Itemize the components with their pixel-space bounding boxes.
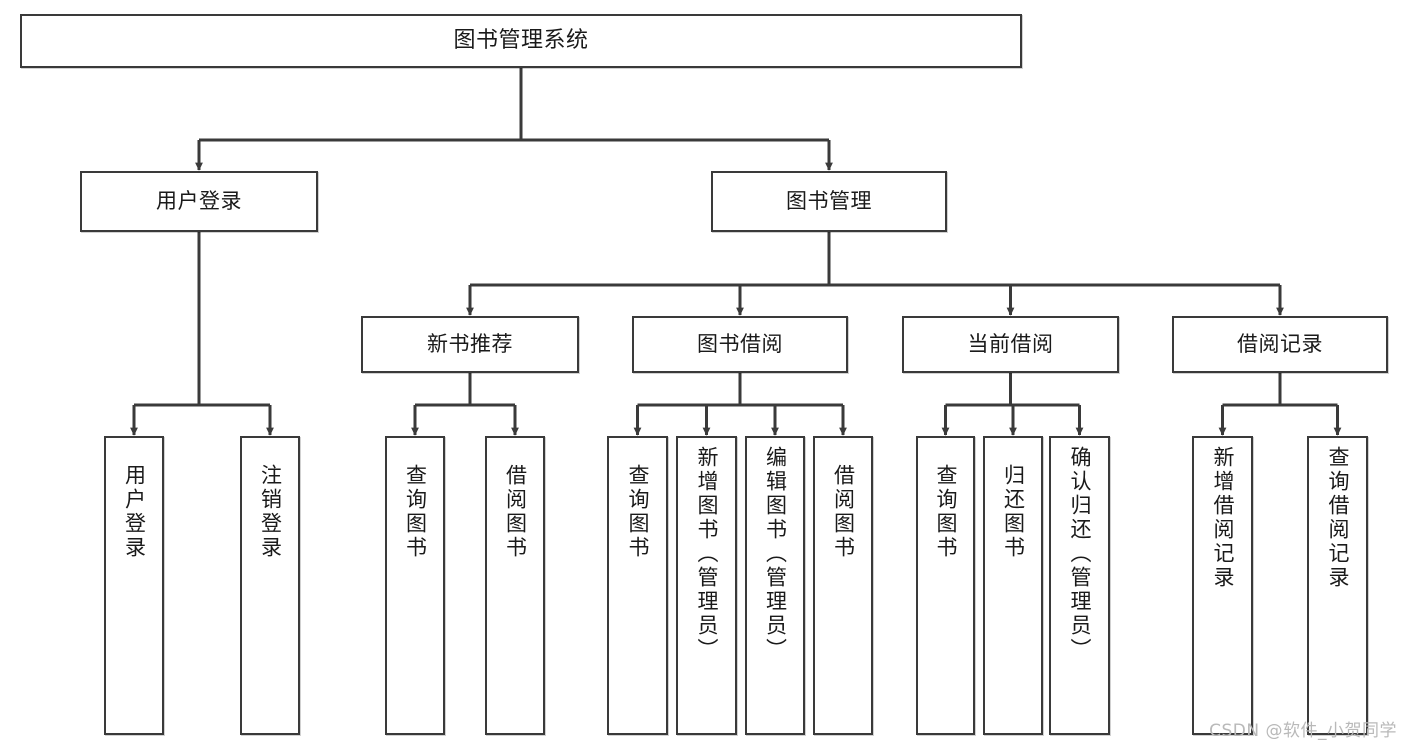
node-leaf-1[interactable]: 用户登录	[104, 436, 164, 735]
node-label: 借阅图书	[831, 464, 856, 560]
node-records[interactable]: 借阅记录	[1172, 316, 1388, 373]
node-borrow[interactable]: 图书借阅	[632, 316, 848, 373]
node-leaf-12[interactable]: 新增借阅记录	[1192, 436, 1253, 735]
node-label: 查询图书	[626, 464, 650, 560]
node-label: 图书管理系统	[453, 28, 589, 54]
node-leaf-13[interactable]: 查询借阅记录	[1307, 436, 1368, 735]
node-leaf-2[interactable]: 注销登录	[240, 436, 300, 735]
node-label: 借阅记录	[1237, 332, 1323, 357]
node-label: 当前借阅	[967, 332, 1054, 357]
node-leaf-6[interactable]: 新增图书（管理员）	[676, 436, 737, 735]
node-label: 新书推荐	[427, 332, 513, 357]
node-leaf-10[interactable]: 归还图书	[983, 436, 1043, 735]
node-label: 编辑图书（管理员）	[763, 446, 788, 662]
node-label: 查询借阅记录	[1326, 446, 1350, 590]
node-root[interactable]: 图书管理系统	[20, 14, 1022, 68]
node-label: 借阅图书	[503, 464, 528, 560]
node-label: 用户登录	[156, 189, 242, 214]
node-login[interactable]: 用户登录	[80, 171, 318, 232]
node-newbook[interactable]: 新书推荐	[361, 316, 579, 373]
node-label: 确认归还（管理员）	[1068, 446, 1092, 662]
node-label: 注销登录	[258, 464, 283, 560]
node-leaf-4[interactable]: 借阅图书	[485, 436, 545, 735]
csdn-watermark: CSDN @软件_小贺同学	[1209, 721, 1397, 741]
node-label: 用户登录	[122, 464, 147, 560]
node-label: 查询图书	[403, 464, 428, 560]
node-leaf-5[interactable]: 查询图书	[607, 436, 668, 735]
node-label: 新增借阅记录	[1211, 446, 1235, 590]
node-current[interactable]: 当前借阅	[902, 316, 1119, 373]
node-leaf-3[interactable]: 查询图书	[385, 436, 445, 735]
node-label: 查询图书	[934, 464, 958, 560]
node-bookmgmt[interactable]: 图书管理	[711, 171, 947, 232]
node-leaf-8[interactable]: 借阅图书	[813, 436, 873, 735]
node-label: 图书借阅	[697, 332, 783, 357]
node-label: 新增图书（管理员）	[695, 446, 719, 662]
node-leaf-7[interactable]: 编辑图书（管理员）	[745, 436, 805, 735]
node-label: 归还图书	[1001, 464, 1026, 560]
node-leaf-11[interactable]: 确认归还（管理员）	[1049, 436, 1110, 735]
node-label: 图书管理	[786, 189, 872, 214]
node-leaf-9[interactable]: 查询图书	[916, 436, 975, 735]
